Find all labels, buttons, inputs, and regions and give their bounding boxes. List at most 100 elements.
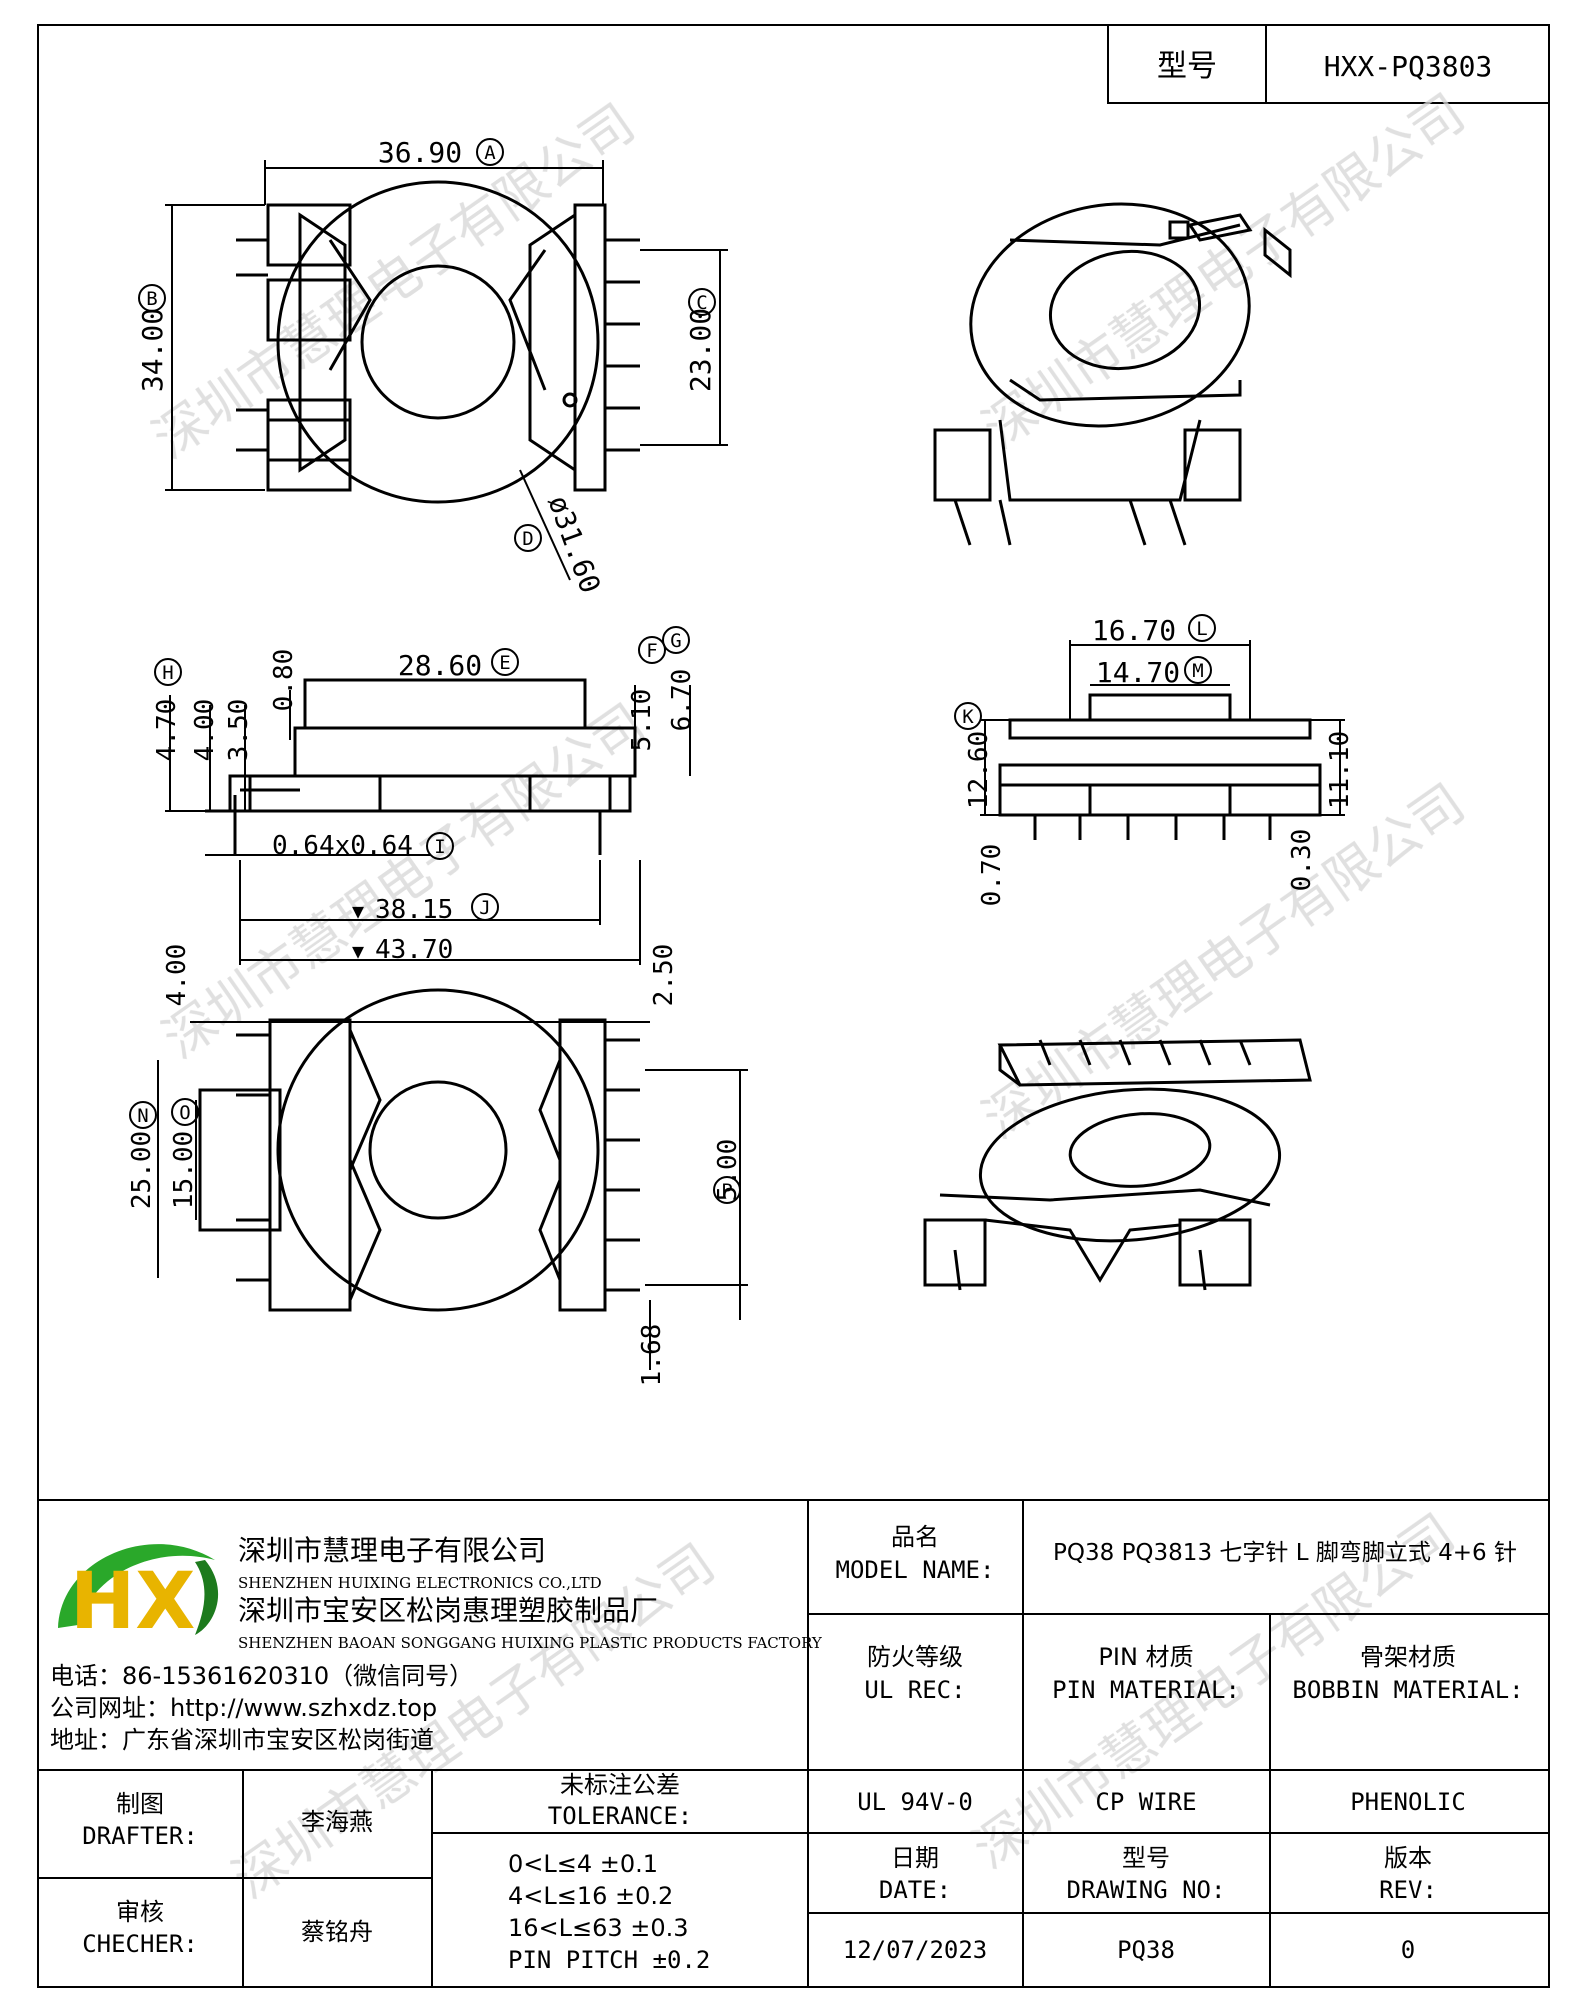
- dim-p-value: 5.00: [713, 1139, 743, 1202]
- callout-letter-h: H: [162, 662, 173, 684]
- company-address: 地址：广东省深圳市宝安区松岗街道: [50, 1726, 434, 1754]
- dim-bottom-250-value: 2.50: [649, 944, 679, 1007]
- date-label-en: DATE:: [879, 1876, 951, 1904]
- callout-circle-f: [638, 636, 666, 664]
- dim-070-value: 0.70: [977, 844, 1007, 907]
- dim-n-value: 25.00: [127, 1131, 157, 1209]
- callout-circle-k: [954, 702, 982, 730]
- header-model-box: [1107, 24, 1550, 104]
- drawing-no-label-cn: 型号: [1122, 1844, 1170, 1872]
- drafter-label-cn: 制图: [116, 1790, 164, 1818]
- drafter-name: 李海燕: [301, 1808, 373, 1836]
- top-view-drawing: [236, 180, 640, 504]
- dim-j-arrow: ▼: [352, 899, 364, 923]
- callout-circle-g: [662, 626, 690, 654]
- model-name-value: PQ38 PQ3813 七字针 L 脚弯脚立式 4+6 针: [1053, 1540, 1517, 1566]
- dim-k-value: 12.60: [964, 731, 994, 809]
- isometric-view-bottom: [923, 1038, 1312, 1291]
- callout-circle-b: [138, 284, 166, 312]
- dim-080-value: 0.80: [269, 649, 299, 712]
- rev-label-en: REV:: [1379, 1876, 1437, 1904]
- dim-400-value: 4.00: [190, 699, 220, 762]
- callout-letter-p: P: [721, 1180, 732, 1202]
- checker-label-en: CHECHER:: [82, 1930, 198, 1958]
- dim-m-value: 14.70: [1096, 656, 1180, 689]
- bottom-view-drawing: [198, 988, 640, 1312]
- dim-168-value: 1.68: [637, 1324, 667, 1387]
- model-name-label-cn: 品名: [891, 1523, 939, 1551]
- header-model-label: 型号: [1157, 49, 1217, 84]
- tolerance-label-cn: 未标注公差: [560, 1771, 680, 1799]
- dim-b-value: 34.00: [136, 308, 169, 392]
- front-view-drawing: [998, 693, 1322, 840]
- drafter-label-en: DRAFTER:: [82, 1822, 198, 1850]
- ul-rec-value: UL 94V-0: [857, 1788, 973, 1816]
- callout-letter-o: O: [179, 1102, 190, 1124]
- pin-material-value: CP WIRE: [1095, 1788, 1196, 1816]
- dim-o-value: 15.00: [169, 1131, 199, 1209]
- bobbin-material-value: PHENOLIC: [1350, 1788, 1466, 1816]
- bottom-view-dimensions: [157, 1021, 748, 1370]
- side-view-dimensions: [165, 679, 691, 965]
- isometric-view-top: [933, 202, 1292, 546]
- tolerance-line-4: PIN PITCH ±0.2: [508, 1946, 710, 1974]
- company-name-cn: 深圳市慧理电子有限公司: [238, 1534, 546, 1567]
- dim-e-value: 28.60: [398, 649, 482, 682]
- model-name-label-en: MODEL NAME:: [836, 1556, 995, 1584]
- callout-circle-c: [688, 288, 716, 316]
- date-label-cn: 日期: [891, 1844, 939, 1872]
- ul-rec-label-en: UL REC:: [864, 1676, 965, 1704]
- callout-letter-c: C: [696, 292, 707, 314]
- tolerance-label-en: TOLERANCE:: [548, 1802, 693, 1830]
- callout-circle-m: [1184, 656, 1212, 684]
- dim-a-value: 36.90: [378, 136, 462, 169]
- watermark-2: 深圳市慧理电子有限公司: [973, 83, 1476, 460]
- header-model-value: HXX-PQ3803: [1324, 50, 1493, 83]
- dim-c-value: 23.00: [684, 308, 717, 392]
- callout-letter-f: F: [646, 640, 657, 662]
- callout-circle-d: [514, 524, 542, 552]
- drawing-no-label-en: DRAWING NO:: [1067, 1876, 1226, 1904]
- callout-circle-l: [1188, 614, 1216, 642]
- dim-g-value: 6.70: [667, 669, 697, 732]
- company-phone: 电话：86-15361620310（微信同号）: [50, 1662, 473, 1690]
- factory-name-en: SHENZHEN BAOAN SONGGANG HUIXING PLASTIC …: [238, 1634, 823, 1652]
- callout-circle-o: [171, 1098, 199, 1126]
- company-website: 公司网址：http://www.szhxdz.top: [50, 1694, 437, 1722]
- checker-name: 蔡铭舟: [301, 1918, 373, 1946]
- bobbin-material-label-en: BOBBIN MATERIAL:: [1292, 1676, 1523, 1704]
- dim-4370-value: 43.70: [375, 935, 453, 965]
- ul-rec-label-cn: 防火等级: [867, 1643, 963, 1671]
- callout-circle-e: [491, 648, 519, 676]
- title-block-grid: [38, 1500, 1549, 1987]
- callout-letter-n: N: [137, 1105, 148, 1127]
- pin-material-label-cn: PIN 材质: [1098, 1643, 1193, 1671]
- dim-030-value: 0.30: [1287, 829, 1317, 892]
- logo-swoosh-dark: [195, 1560, 219, 1635]
- rev-value: 0: [1401, 1936, 1415, 1964]
- dim-f-value: 5.10: [627, 689, 657, 752]
- dim-1110-value: 11.10: [1325, 731, 1355, 809]
- callout-letter-m: M: [1192, 660, 1203, 682]
- dim-4370-arrow: ▼: [352, 939, 364, 963]
- dim-d-value: ø31.60: [541, 491, 607, 597]
- sheet-frame: [37, 24, 1550, 1988]
- callout-circle-a: [476, 138, 504, 166]
- callout-circle-i: [426, 832, 454, 860]
- company-name-en: SHENZHEN HUIXING ELECTRONICS CO.,LTD: [238, 1574, 602, 1592]
- callout-letter-k: K: [962, 706, 974, 728]
- dim-h-value: 4.70: [152, 699, 182, 762]
- pin-material-label-en: PIN MATERIAL:: [1052, 1676, 1240, 1704]
- callout-letter-a: A: [484, 142, 496, 164]
- callout-circle-p: [713, 1176, 741, 1204]
- drawing-no-value: PQ38: [1117, 1936, 1175, 1964]
- dim-i-value: 0.64x0.64: [272, 831, 413, 861]
- dim-bottom-400-value: 4.00: [162, 944, 192, 1007]
- callout-letter-g: G: [670, 630, 681, 652]
- date-value: 12/07/2023: [843, 1936, 988, 1964]
- callout-letter-d: D: [522, 528, 533, 550]
- tolerance-line-2: 4<L≤16 ±0.2: [508, 1882, 673, 1910]
- dim-l-value: 16.70: [1092, 614, 1176, 647]
